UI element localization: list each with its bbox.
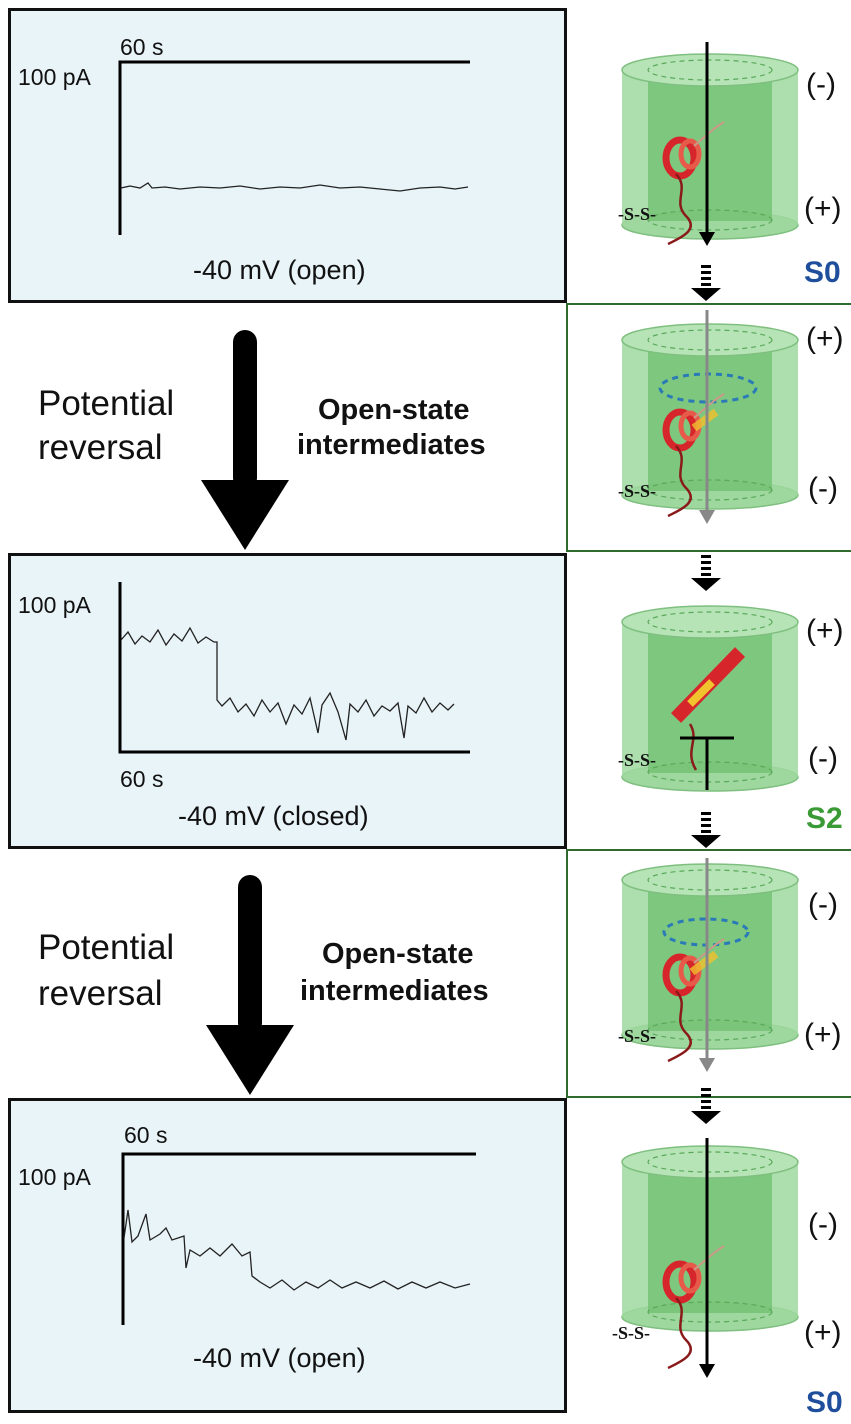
pore-diagram-3 <box>621 605 799 792</box>
trace-panel-2 <box>8 553 567 849</box>
dashed-arrow-4 <box>691 1088 721 1124</box>
potential-reversal-arrow-1 <box>201 330 289 550</box>
trace-2-current-scale: 100 pA <box>18 592 91 618</box>
pore-diagram-4 <box>621 858 799 1072</box>
trace-2-signal <box>120 626 455 741</box>
open-state-label-1b: intermediates <box>297 429 486 461</box>
trace-3-voltage: -40 mV (open) <box>193 1343 366 1373</box>
potential-reversal-label-1b: reversal <box>38 428 163 467</box>
open-state-label-1a: Open-state <box>318 394 470 426</box>
pore-3-disulfide: -S-S- <box>618 750 657 770</box>
potential-reversal-label-2b: reversal <box>38 974 163 1013</box>
pore-diagram-1 <box>621 42 799 246</box>
trace-3-scale-bar <box>121 1152 476 1325</box>
trace-2-time-scale: 60 s <box>120 766 164 792</box>
pore-1-disulfide: -S-S- <box>618 204 657 224</box>
pore-2-top-sign: (+) <box>806 322 844 355</box>
pore-4-bottom-sign: (+) <box>804 1018 842 1051</box>
trace-1-current-scale: 100 pA <box>18 64 91 90</box>
state-label-s0-bottom: S0 <box>806 1386 843 1419</box>
pore-4-disulfide: -S-S- <box>618 1026 657 1046</box>
trace-2-scale-bar <box>118 582 470 754</box>
open-state-label-2a: Open-state <box>322 938 474 970</box>
trace-1-time-scale: 60 s <box>120 34 164 60</box>
trace-3-signal <box>123 1209 471 1291</box>
pore-2-bottom-sign: (-) <box>808 472 838 505</box>
pore-1-bottom-sign: (+) <box>804 192 842 225</box>
pore-2-disulfide: -S-S- <box>618 481 657 501</box>
trace-1-voltage: -40 mV (open) <box>193 255 366 285</box>
pore-5-top-sign: (-) <box>808 1208 838 1241</box>
potential-reversal-arrow-2 <box>206 875 294 1095</box>
trace-1-scale-bar <box>118 60 470 235</box>
dashed-arrow-2 <box>691 555 721 591</box>
pore-diagram-2 <box>621 310 799 524</box>
dashed-arrow-1 <box>691 265 721 301</box>
pore-3-top-sign: (+) <box>806 614 844 647</box>
pore-5-bottom-sign: (+) <box>804 1316 842 1349</box>
potential-reversal-label-2a: Potential <box>38 928 175 967</box>
pore-5-disulfide: -S-S- <box>612 1323 651 1343</box>
trace-panel-3 <box>8 1098 567 1413</box>
trace-3-current-scale: 100 pA <box>18 1164 91 1190</box>
state-label-s2: S2 <box>806 802 843 835</box>
pore-diagram-5 <box>621 1138 799 1378</box>
pore-1-top-sign: (-) <box>806 68 836 101</box>
pore-3-bottom-sign: (-) <box>808 742 838 775</box>
dashed-arrow-3 <box>691 812 721 848</box>
trace-panel-1 <box>8 8 567 303</box>
intermediate-box-1 <box>566 303 851 552</box>
trace-3-time-scale: 60 s <box>124 1122 168 1148</box>
open-state-label-2b: intermediates <box>300 975 489 1007</box>
potential-reversal-label-1a: Potential <box>38 384 175 423</box>
pore-4-top-sign: (-) <box>808 888 838 921</box>
trace-2-voltage: -40 mV (closed) <box>178 801 369 831</box>
trace-1-signal <box>120 182 469 192</box>
state-label-s0-top: S0 <box>804 256 841 289</box>
